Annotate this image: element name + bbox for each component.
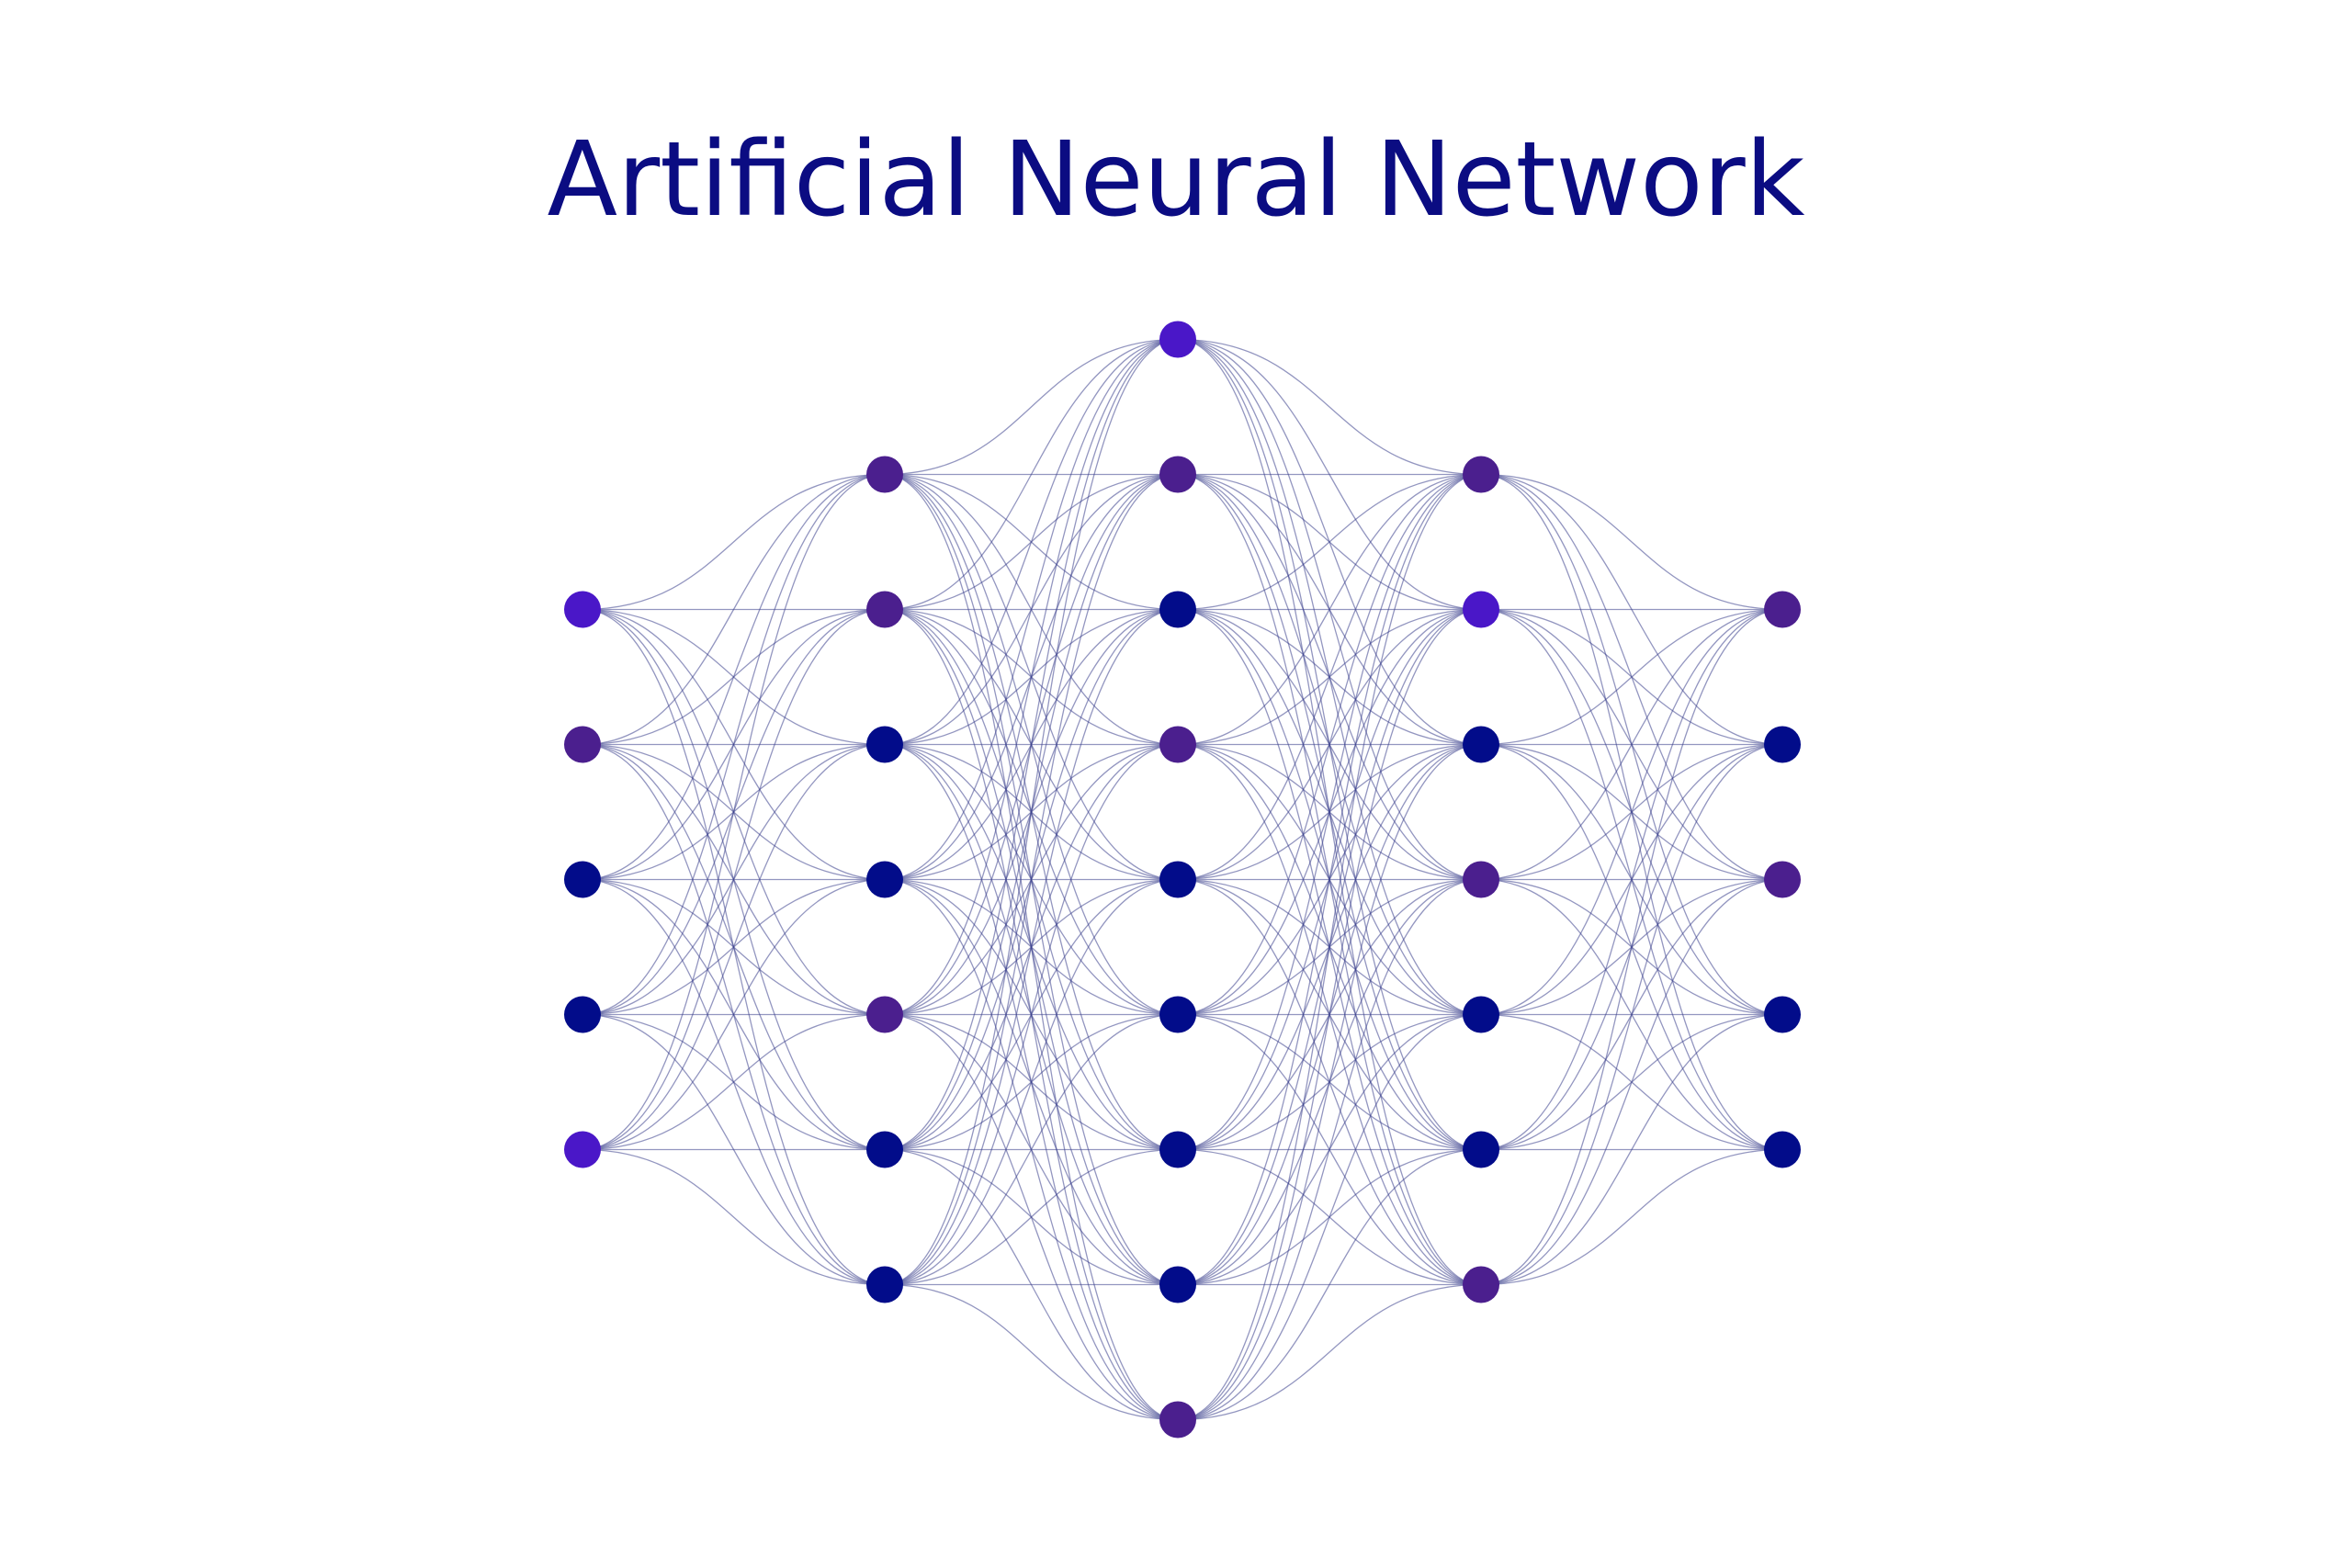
- neuron-node: [866, 996, 903, 1033]
- connection-edge: [884, 1013, 1179, 1286]
- neuron-node: [866, 726, 903, 763]
- connection-edge: [884, 338, 1179, 476]
- neuron-node: [1764, 1131, 1801, 1168]
- connection-edge: [1177, 473, 1482, 611]
- neuron-node: [1764, 861, 1801, 898]
- neuron-node: [1463, 1266, 1499, 1303]
- neuron-node: [564, 996, 601, 1033]
- connection-edge: [1480, 878, 1783, 1286]
- connection-edge: [582, 608, 886, 1151]
- connection-edge: [884, 338, 1179, 1151]
- neuron-node: [1764, 591, 1801, 628]
- connection-edge: [1177, 1013, 1482, 1421]
- neuron-node: [1159, 726, 1196, 763]
- connection-edge: [1177, 1148, 1482, 1421]
- connection-edge: [1480, 608, 1783, 746]
- connection-edge: [1480, 1148, 1783, 1286]
- connection-edge: [582, 1013, 886, 1151]
- neuron-node: [1463, 591, 1499, 628]
- connection-edge: [1177, 1283, 1482, 1421]
- neuron-node: [1159, 1131, 1196, 1168]
- neuron-node: [564, 591, 601, 628]
- neuron-node: [1159, 321, 1196, 358]
- connection-edge: [884, 743, 1179, 1286]
- output-layer: [1764, 591, 1801, 1168]
- connection-edge: [1177, 473, 1482, 746]
- neuron-node: [1463, 456, 1499, 493]
- connection-edge: [884, 1148, 1179, 1286]
- connection-edge: [1177, 473, 1482, 881]
- connection-edge: [582, 878, 886, 1151]
- connection-edge: [884, 1283, 1179, 1421]
- connection-edge: [884, 878, 1179, 1286]
- hidden-layer-1: [866, 456, 903, 1303]
- diagram-title: Artificial Neural Network: [547, 120, 1805, 240]
- neuron-node: [1159, 1401, 1196, 1438]
- connection-edge: [1480, 608, 1783, 1016]
- connection-edge: [1480, 743, 1783, 1286]
- neuron-node: [866, 861, 903, 898]
- connection-edge: [884, 338, 1179, 1016]
- neuron-node: [1463, 861, 1499, 898]
- connection-edge: [1480, 1013, 1783, 1286]
- connection-edge: [582, 743, 886, 1151]
- input-layer: [564, 591, 601, 1168]
- connection-edge: [1480, 473, 1783, 611]
- connection-edge: [582, 1148, 886, 1286]
- connection-edge: [1480, 608, 1783, 1286]
- neuron-node: [1463, 726, 1499, 763]
- connection-edge: [884, 338, 1179, 881]
- neuron-node: [1159, 996, 1196, 1033]
- connection-edge: [582, 473, 886, 881]
- connection-edge: [884, 473, 1179, 1286]
- neuron-node: [564, 1131, 601, 1168]
- connection-edge: [1177, 473, 1482, 1421]
- connection-edge: [582, 473, 886, 1016]
- hidden-layer-2: [1159, 321, 1196, 1438]
- connection-edge: [582, 473, 886, 746]
- connection-edge: [1480, 608, 1783, 881]
- neuron-node: [866, 591, 903, 628]
- connection-edge: [1177, 473, 1482, 1151]
- connection-edge: [582, 473, 886, 1151]
- neuron-node: [866, 1266, 903, 1303]
- connection-edge: [884, 338, 1179, 1286]
- connection-edge: [1480, 608, 1783, 1151]
- neurons: [564, 321, 1801, 1438]
- neuron-node: [1764, 996, 1801, 1033]
- connection-edge: [884, 338, 1179, 611]
- connections: [582, 338, 1783, 1421]
- connection-edge: [582, 473, 886, 611]
- connection-edge: [1177, 743, 1482, 1421]
- connection-edge: [1177, 473, 1482, 1016]
- neuron-node: [1463, 996, 1499, 1033]
- neuron-node: [866, 1131, 903, 1168]
- neuron-node: [1159, 861, 1196, 898]
- connection-edge: [884, 608, 1179, 1286]
- neuron-node: [564, 861, 601, 898]
- connection-edge: [1177, 608, 1482, 1421]
- connection-edge: [884, 338, 1179, 746]
- neuron-node: [1159, 456, 1196, 493]
- neuron-node: [1159, 591, 1196, 628]
- neuron-node: [866, 456, 903, 493]
- neuron-node: [1159, 1266, 1196, 1303]
- neuron-node: [564, 726, 601, 763]
- connection-edge: [1177, 473, 1482, 1286]
- neuron-node: [1764, 726, 1801, 763]
- neuron-node: [1463, 1131, 1499, 1168]
- connection-edge: [1177, 338, 1482, 476]
- connection-edge: [1177, 878, 1482, 1421]
- hidden-layer-3: [1463, 456, 1499, 1303]
